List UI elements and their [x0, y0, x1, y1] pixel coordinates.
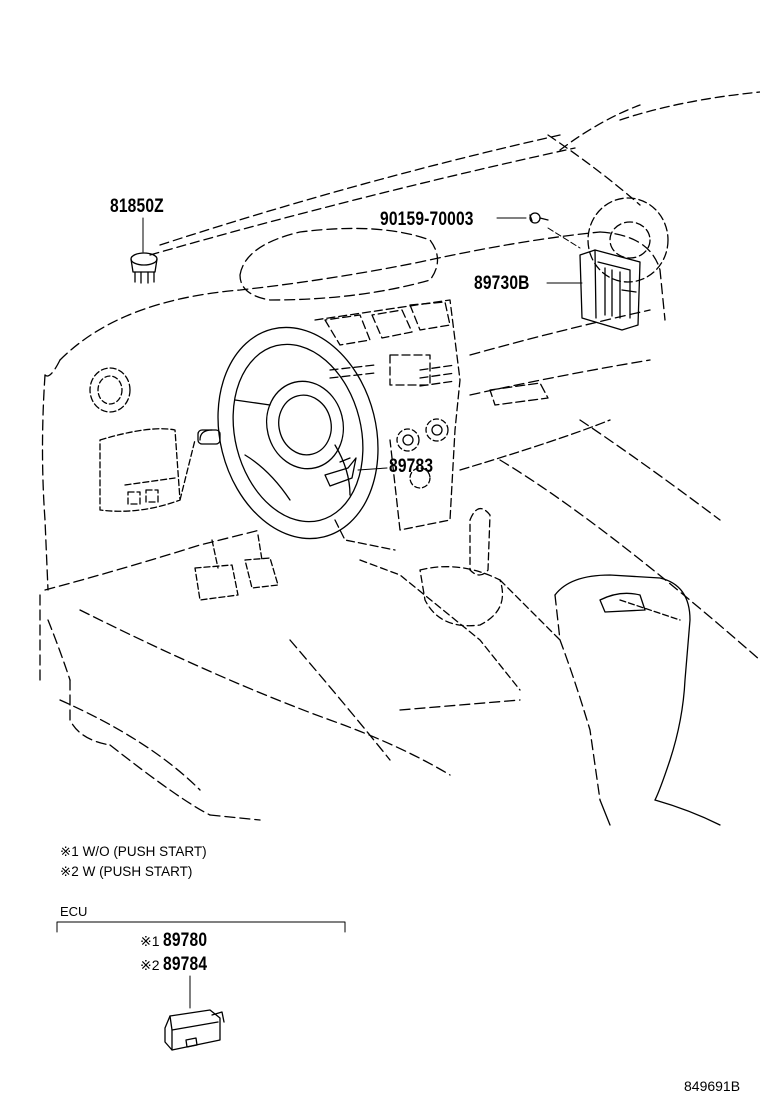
glovebox — [459, 382, 611, 471]
screw — [529, 212, 549, 224]
floor-lines — [59, 609, 521, 791]
control-module — [579, 249, 641, 331]
ecu-bracket — [56, 921, 346, 933]
note-without-push-start: ※1 W/O (PUSH START) — [60, 844, 207, 859]
center-console — [314, 299, 461, 551]
hvac-knobs — [396, 418, 449, 489]
note-with-push-start: ※2 W (PUSH START) — [60, 864, 193, 879]
dashboard-outline — [39, 227, 760, 821]
clip-part — [130, 252, 158, 284]
callout-89783: 89783 — [389, 456, 434, 477]
ecu-row-2-mark: ※2 — [140, 957, 160, 973]
callout-89730b: 89730B — [474, 273, 530, 294]
ecu-unit — [164, 1009, 225, 1051]
left-vent — [89, 367, 131, 413]
right-vent — [587, 197, 669, 283]
ecu-heading: ECU — [60, 904, 88, 919]
ecu-row-1-mark: ※1 — [140, 933, 160, 949]
shifter — [359, 508, 561, 691]
pedals — [194, 534, 279, 601]
callout-90159-70003: 90159-70003 — [380, 209, 474, 230]
rear-console — [554, 574, 721, 826]
callout-81850z: 81850Z — [110, 196, 164, 217]
ecu-part-89784: 89784 — [162, 954, 207, 975]
figure-reference: 849691B — [684, 1078, 741, 1094]
left-switch-panel — [99, 428, 196, 512]
steering-wheel — [197, 326, 379, 540]
leader-lines — [142, 217, 583, 1009]
ecu-part-89780: 89780 — [162, 930, 207, 951]
